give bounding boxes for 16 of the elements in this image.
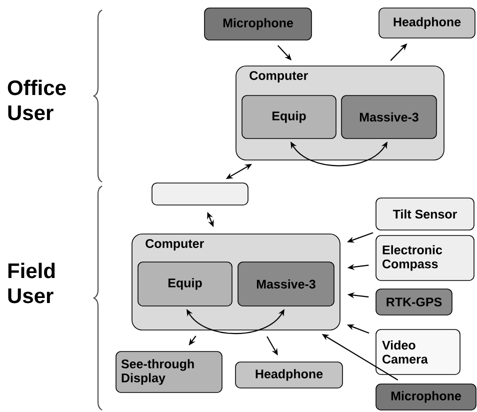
device-box: Microphone bbox=[204, 8, 312, 40]
sensor-box: Video Camera bbox=[376, 329, 460, 375]
device-box: Headphone bbox=[378, 8, 476, 38]
sensor-box: RTK-GPS bbox=[376, 288, 452, 316]
sensor-box: Electronic Compass bbox=[376, 235, 474, 281]
device-box: Microphone bbox=[376, 384, 476, 410]
software-box: Massive-3 bbox=[238, 262, 334, 306]
display-box: See-through Display bbox=[116, 351, 222, 393]
device-box: Headphone bbox=[235, 362, 343, 388]
side-label: Office User bbox=[8, 80, 66, 120]
network-box bbox=[152, 182, 248, 206]
side-label: Field User bbox=[8, 262, 55, 304]
software-box: Massive-3 bbox=[341, 95, 437, 139]
software-box: Equip bbox=[242, 95, 336, 139]
software-box: Equip bbox=[138, 262, 232, 306]
sensor-box: Tilt Sensor bbox=[376, 198, 474, 230]
